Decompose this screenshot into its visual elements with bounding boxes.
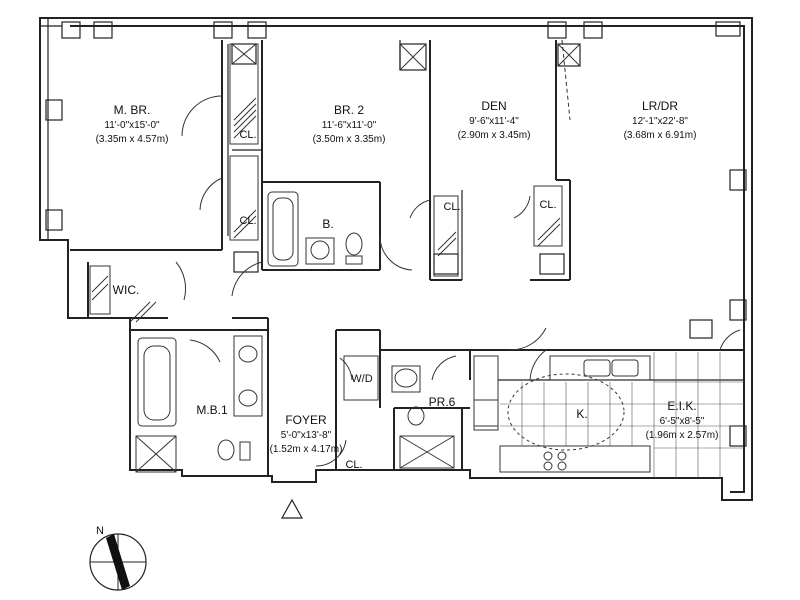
compass-north-label: N [96, 525, 104, 537]
label-bath: B. [322, 217, 333, 231]
label-kitchen: K. [576, 407, 587, 421]
room-dim-ft-eik: 6'-5"x8'-5" [660, 416, 705, 427]
room-labels: M. BR. 11'-0"x15'-0" (3.35m x 4.57m) BR.… [96, 99, 719, 471]
room-name-eik: E.I.K. [667, 399, 696, 413]
room-dim-ft-lrdr: 12'-1"x22'-8" [632, 116, 688, 127]
label-pr6: PR.6 [429, 395, 456, 409]
room-dim-m-mbr: (3.35m x 4.57m) [96, 134, 169, 145]
north-compass-icon: N [89, 525, 147, 591]
room-name-den: DEN [481, 99, 506, 113]
entry-triangle-icon [280, 498, 304, 519]
label-closet-lr: CL. [539, 199, 556, 211]
label-closet-foyer: CL. [345, 459, 362, 471]
room-dim-m-foyer: (1.52m x 4.17m) [270, 444, 343, 455]
room-dim-m-eik: (1.96m x 2.57m) [646, 430, 719, 441]
room-dim-ft-mbr: 11'-0"x15'-0" [104, 120, 160, 131]
room-name-mbr: M. BR. [114, 103, 151, 117]
room-dim-ft-br2: 11'-6"x11'-0" [322, 120, 377, 131]
label-closet-mbr-1: CL. [239, 129, 256, 141]
shafts [231, 43, 581, 275]
room-dim-ft-den: 9'-6"x11'-4" [469, 116, 519, 127]
room-name-br2: BR. 2 [334, 103, 364, 117]
bath-fixtures [135, 191, 455, 473]
label-wic: WIC. [113, 283, 140, 297]
room-name-foyer: FOYER [285, 413, 327, 427]
kitchen-fixtures [473, 352, 744, 478]
closet-shelving [89, 43, 563, 323]
exterior-walls [39, 17, 753, 501]
room-dim-ft-foyer: 5'-0"x13'-8" [281, 430, 332, 441]
label-closet-den: CL. [443, 201, 460, 213]
room-name-lrdr: LR/DR [642, 99, 678, 113]
label-mb1: M.B.1 [196, 403, 228, 417]
interior-walls [70, 40, 744, 476]
room-dim-m-br2: (3.50m x 3.35m) [313, 134, 386, 145]
room-dim-m-den: (2.90m x 3.45m) [458, 130, 531, 141]
doors [175, 39, 741, 467]
label-wd: W/D [351, 373, 372, 385]
room-dim-m-lrdr: (3.68m x 6.91m) [624, 130, 697, 141]
label-closet-mbr-2: CL. [239, 215, 256, 227]
